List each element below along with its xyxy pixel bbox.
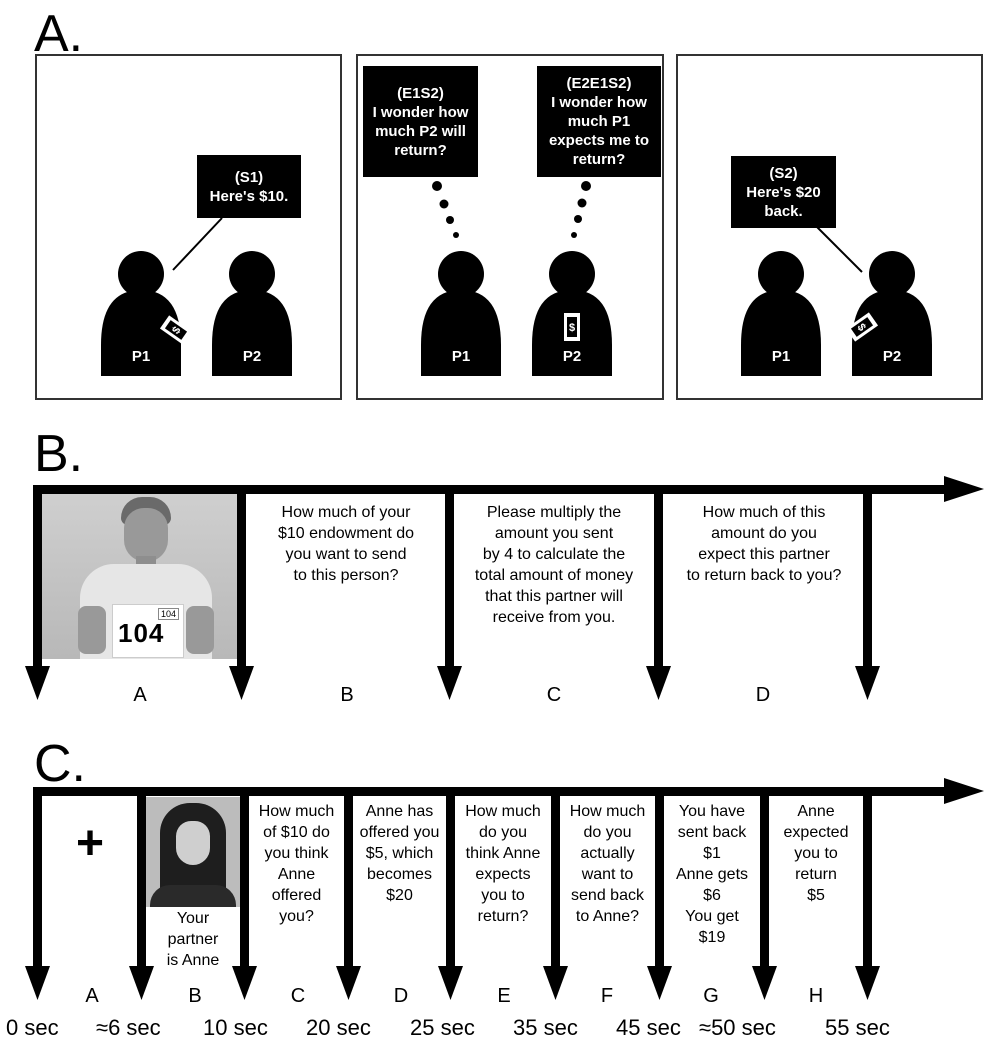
svg-text:$: $	[569, 322, 575, 334]
time-label-5: 35 sec	[513, 1015, 578, 1040]
p1-label: P1	[131, 348, 151, 365]
step-b-question: How much of your $10 endowment do you wa…	[277, 504, 415, 584]
time-label-4: 25 sec	[410, 1015, 475, 1040]
step-letter-a: A	[85, 985, 99, 1007]
p2-label: P2	[562, 348, 582, 365]
person-arm-right	[186, 606, 214, 654]
step-letter-e: E	[497, 985, 511, 1007]
person-head	[124, 508, 168, 562]
speech-bubble-s2: (S2) Here's $20 back.	[731, 156, 836, 228]
time-label-8: 55 sec	[825, 1015, 890, 1040]
step-letter-g: G	[703, 985, 719, 1007]
thought-bubble-e2e1s2: (E2E1S2) I wonder how much P1 expects me…	[537, 66, 661, 177]
p1-head	[438, 251, 484, 297]
p1-head	[118, 251, 164, 297]
p1-body	[421, 290, 501, 376]
svg-text:$: $	[170, 325, 183, 337]
step-letter-h: H	[808, 985, 824, 1007]
step-letter-d: D	[755, 684, 771, 706]
p2-label: P2	[242, 348, 262, 365]
photo-caption: Your partner is Anne	[166, 910, 220, 969]
p2-head	[549, 251, 595, 297]
step-letter-d: D	[393, 985, 409, 1007]
step-letter-b: B	[188, 985, 202, 1007]
time-label-6: 45 sec	[616, 1015, 681, 1040]
p1-body	[741, 290, 821, 376]
step-letter-c: C	[546, 684, 562, 706]
p2-head	[229, 251, 275, 297]
partner-face	[176, 821, 210, 865]
participant-photo: 104 104	[42, 494, 239, 659]
time-label-7: ≈50 sec	[699, 1015, 776, 1040]
partner-shoulders	[150, 885, 236, 907]
p2-head	[869, 251, 915, 297]
step-h-text: Anne expected you to return $5	[783, 803, 849, 904]
time-label-2: 10 sec	[203, 1015, 268, 1040]
money-icon: $	[159, 315, 193, 345]
money-icon: $	[845, 312, 879, 342]
p1-label: P1	[451, 348, 471, 365]
step-letter-b: B	[340, 684, 354, 706]
time-label-3: 20 sec	[306, 1015, 371, 1040]
step-e-text: How much do you think Anne expects you t…	[465, 803, 541, 925]
step-d-text: Anne has offered you $5, which becomes $…	[359, 803, 440, 904]
number-card-small: 104	[158, 608, 180, 620]
p1-body	[101, 290, 181, 376]
speech-bubble-s1: (S1) Here's $10.	[197, 155, 301, 218]
svg-text:$: $	[855, 322, 868, 334]
money-icon: $	[564, 313, 580, 341]
p2-label: P2	[882, 348, 902, 365]
step-letter-f: F	[600, 985, 614, 1007]
step-letter-c: C	[290, 985, 306, 1007]
p2-body	[212, 290, 292, 376]
step-c-instruction: Please multiply the amount you sent by 4…	[474, 504, 634, 626]
panel-c-label: C.	[34, 735, 86, 793]
person-arm-left	[78, 606, 106, 654]
step-d-question: How much of this amount do you expect th…	[686, 504, 842, 584]
step-f-text: How much do you actually want to send ba…	[569, 803, 646, 925]
number-card-large: 104	[118, 618, 165, 648]
time-label-0: 0 sec	[6, 1015, 59, 1040]
time-label-1: ≈6 sec	[96, 1015, 161, 1040]
fixation-cross: +	[75, 817, 105, 870]
panel-b-label: B.	[34, 425, 84, 483]
step-c-text: How much of $10 do you think Anne offere…	[258, 803, 335, 925]
p2-body	[852, 290, 932, 376]
step-g-text: You have sent back $1 Anne gets $6 You g…	[675, 803, 749, 946]
partner-photo	[146, 797, 240, 907]
p1-head	[758, 251, 804, 297]
step-letter-a: A	[133, 684, 147, 706]
thought-bubble-e1s2: (E1S2) I wonder how much P2 will return?	[363, 66, 478, 177]
panel-a-label: A.	[34, 5, 84, 63]
p1-label: P1	[771, 348, 791, 365]
